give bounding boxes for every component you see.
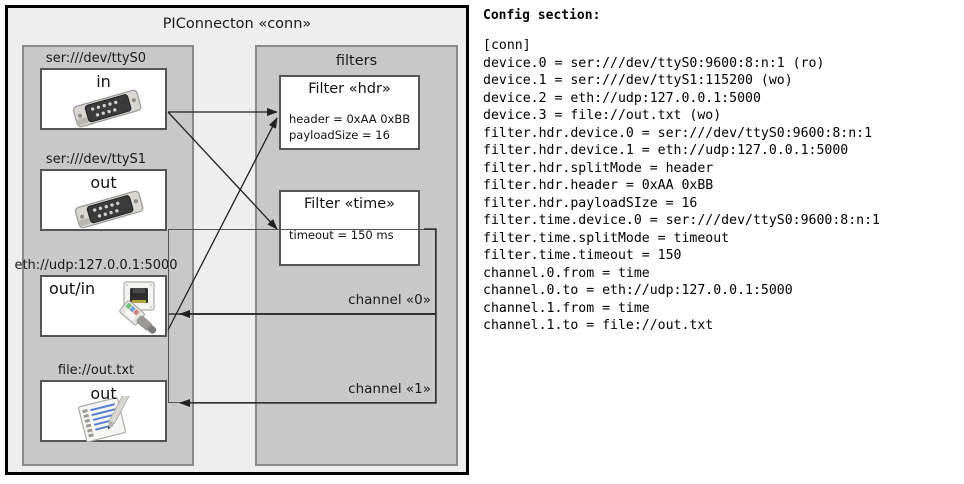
- config-line: filter.hdr.splitMode = header: [483, 160, 714, 176]
- config-line: channel.0.from = time: [483, 265, 650, 281]
- device-card-file[interactable]: out: [40, 380, 167, 442]
- config-line: filter.time.device.0 = ser:///dev/ttyS0:…: [483, 213, 880, 228]
- device-label-file: file://out.txt: [57, 363, 135, 378]
- config-line: channel.1.from = time: [483, 300, 650, 316]
- serial-port-icon: [74, 190, 144, 229]
- channel-label-1: channel «1»: [348, 381, 431, 397]
- config-line: [conn]: [483, 38, 531, 53]
- device-io-ttys0: in: [96, 72, 111, 91]
- config-line: filter.time.timeout = 150: [483, 248, 682, 263]
- config-line: device.1 = ser:///dev/ttyS1:115200 (wo): [483, 73, 793, 88]
- config-section: Config section: [conn] device.0 = ser:///…: [483, 8, 953, 335]
- device-card-ttys1[interactable]: out: [40, 169, 167, 231]
- device-io-ttys1: out: [90, 173, 117, 192]
- ethernet-icon: [119, 281, 157, 334]
- config-line: device.3 = file://out.txt (wo): [483, 108, 722, 123]
- text-file-icon: [78, 396, 130, 442]
- config-line: filter.hdr.payloadSIze = 16: [483, 195, 698, 211]
- config-line: channel.0.to = eth://udp:127.0.0.1:5000: [483, 283, 793, 298]
- config-line: filter.hdr.device.0 = ser:///dev/ttyS0:9…: [483, 125, 873, 141]
- config-line: device.2 = eth://udp:127.0.0.1:5000: [483, 90, 761, 106]
- config-line: channel.1.to = file://out.txt: [483, 318, 714, 333]
- config-heading: Config section:: [483, 8, 601, 23]
- diagram-title: PIConnecton «conn»: [162, 16, 312, 32]
- filter-title-hdr: Filter «hdr»: [308, 81, 391, 97]
- device-label-eth: eth://udp:127.0.0.1:5000: [14, 258, 178, 273]
- device-io-file: out: [90, 384, 117, 403]
- config-lines: [conn] device.0 = ser:///dev/ttyS0:9600:8…: [483, 37, 953, 335]
- device-card-ttys0[interactable]: in: [40, 68, 167, 130]
- serial-port-icon: [72, 89, 142, 128]
- filter-prop-header: header = 0xAA 0xBB: [289, 112, 411, 126]
- device-label-ttys1: ser:///dev/ttyS1: [45, 152, 147, 167]
- config-line: filter.hdr.header = 0xAA 0xBB: [483, 178, 714, 193]
- filter-prop-payloadsize: payloadSize = 16: [289, 128, 390, 142]
- device-card-eth[interactable]: out/in: [40, 275, 167, 337]
- device-io-eth: out/in: [49, 279, 96, 298]
- channel-label-0: channel «0»: [348, 292, 431, 308]
- config-line: device.0 = ser:///dev/ttyS0:9600:8:n:1 (…: [483, 55, 825, 71]
- filter-card-hdr[interactable]: Filter «hdr» header = 0xAA 0xBB payloadS…: [279, 75, 420, 150]
- filters-panel-title: filters: [335, 53, 378, 69]
- device-label-ttys0: ser:///dev/ttyS0: [45, 51, 147, 66]
- config-line: filter.hdr.device.1 = eth://udp:127.0.0.…: [483, 143, 849, 158]
- filter-title-time: Filter «time»: [303, 196, 396, 212]
- config-line: filter.time.splitMode = timeout: [483, 230, 730, 246]
